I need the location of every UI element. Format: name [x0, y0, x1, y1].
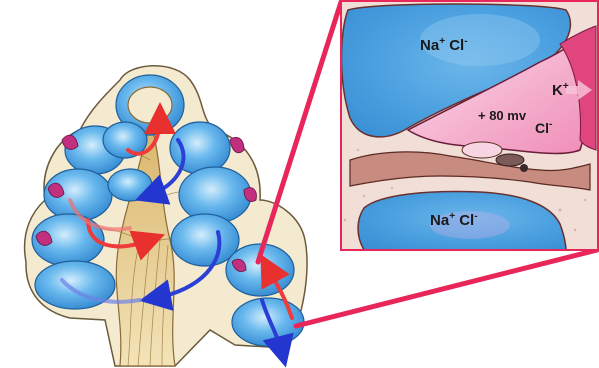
label-endocochlear-potential: + 80 mv	[478, 108, 527, 123]
cochlea-cross-section	[25, 66, 307, 366]
connector-bottom	[296, 250, 597, 326]
zoom-inset: Na+ Cl- Na+ Cl- + 80 mv K+ Cl-	[341, 1, 599, 250]
connector-top	[258, 2, 341, 262]
